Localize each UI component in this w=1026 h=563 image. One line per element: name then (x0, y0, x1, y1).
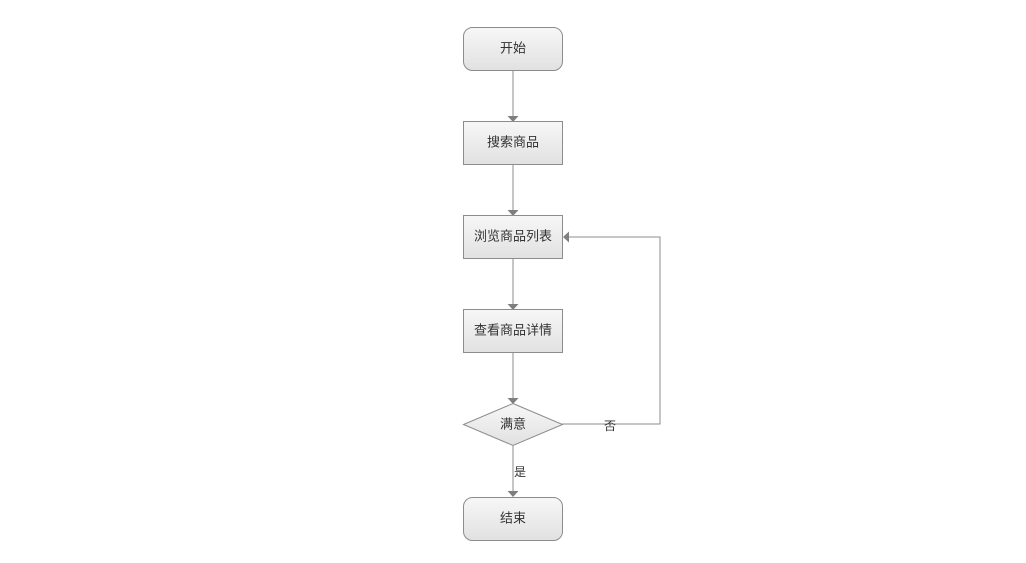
edge-start-to-search (507, 70, 519, 122)
arrowhead (507, 398, 519, 404)
node-search-label: 搜索商品 (487, 136, 539, 151)
edge-decision-to-end: 是 (507, 446, 526, 497)
arrowhead (507, 491, 519, 497)
node-decision: 满意 (462, 402, 564, 447)
edge-detail-to-decision (507, 352, 519, 404)
node-browse-label: 浏览商品列表 (474, 229, 552, 245)
node-detail-label: 查看商品详情 (474, 323, 552, 339)
arrowhead (507, 210, 519, 216)
arrowhead (507, 116, 519, 122)
node-browse: 浏览商品列表 (463, 215, 563, 259)
node-search: 搜索商品 (463, 121, 563, 165)
node-start: 开始 (463, 27, 563, 71)
node-end-label: 结束 (500, 512, 526, 527)
edges: 是 否 (507, 70, 661, 497)
edge-browse-to-detail (507, 258, 519, 310)
node-end: 结束 (463, 497, 563, 541)
edge-label-yes: 是 (514, 465, 526, 479)
edge-decision-to-browse: 否 (562, 231, 661, 433)
arrowhead (563, 231, 569, 243)
node-detail: 查看商品详情 (463, 309, 563, 353)
edge-search-to-browse (507, 164, 519, 216)
node-start-label: 开始 (500, 42, 526, 57)
arrowhead (507, 304, 519, 310)
node-decision-label: 满意 (500, 417, 526, 433)
edge-label-no: 否 (604, 419, 616, 433)
